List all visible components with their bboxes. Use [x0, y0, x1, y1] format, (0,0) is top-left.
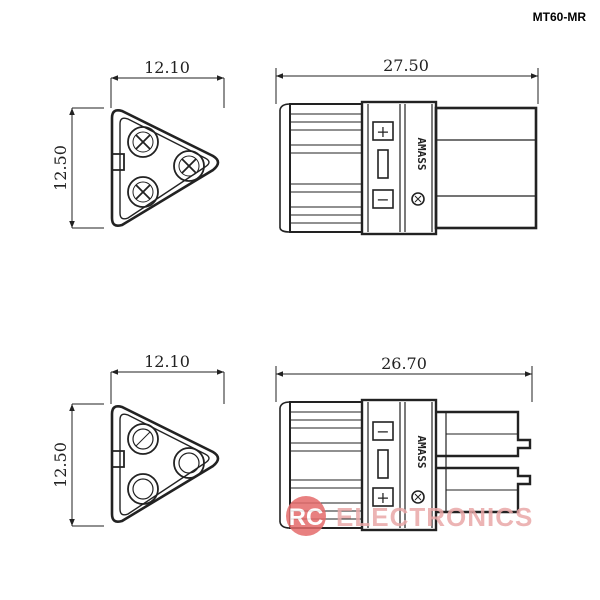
watermark-text: ELECTRONICS — [336, 502, 533, 532]
plus-marker-box — [372, 487, 394, 507]
keying-notch — [112, 450, 125, 468]
watermark: RC ELECTRONICS — [286, 496, 533, 536]
pin-extension-bottom — [436, 466, 532, 514]
keying-notch — [112, 153, 125, 171]
socket-1 — [127, 423, 159, 455]
triangular-housing-outline — [110, 405, 220, 523]
grip-body — [289, 103, 363, 233]
top-length-dimension: 27.50 — [383, 56, 429, 75]
model-number: MT60-MR — [532, 10, 586, 24]
watermark-logo-icon — [286, 496, 326, 536]
triangular-housing-outline — [110, 109, 220, 227]
bottom-plus-mark: + — [376, 488, 389, 507]
brand-logo-icon — [411, 192, 425, 206]
top-plus-mark: + — [376, 122, 389, 141]
plus-marker-box — [372, 121, 394, 141]
top-side-view — [275, 68, 539, 236]
socket-3 — [127, 473, 159, 505]
top-brand-label: AMASS — [415, 137, 428, 170]
bottom-front-view — [69, 369, 225, 527]
bottom-side-view — [275, 366, 533, 532]
top-minus-mark: − — [376, 190, 389, 209]
bottom-brand-label: AMASS — [415, 435, 428, 468]
center-slot — [377, 149, 389, 179]
bottom-width-dimension: 12.10 — [144, 352, 190, 371]
brand-logo-icon — [411, 490, 425, 504]
pin-extension-top — [436, 410, 532, 458]
center-slot — [377, 449, 389, 479]
bottom-height-dimension: 12.50 — [51, 442, 70, 488]
pin-2 — [173, 150, 205, 182]
top-height-dimension: 12.50 — [51, 145, 70, 191]
watermark-logo-text: RC — [289, 504, 324, 531]
socket-2 — [173, 447, 205, 479]
top-front-view — [69, 75, 225, 229]
bottom-length-dimension: 26.70 — [381, 354, 427, 373]
minus-marker-box — [372, 189, 394, 209]
pin-1 — [127, 126, 159, 158]
bottom-minus-mark: − — [376, 422, 389, 441]
pin-3 — [127, 176, 159, 208]
top-width-dimension: 12.10 — [144, 58, 190, 77]
minus-marker-box — [372, 421, 394, 441]
mating-body — [434, 106, 538, 230]
